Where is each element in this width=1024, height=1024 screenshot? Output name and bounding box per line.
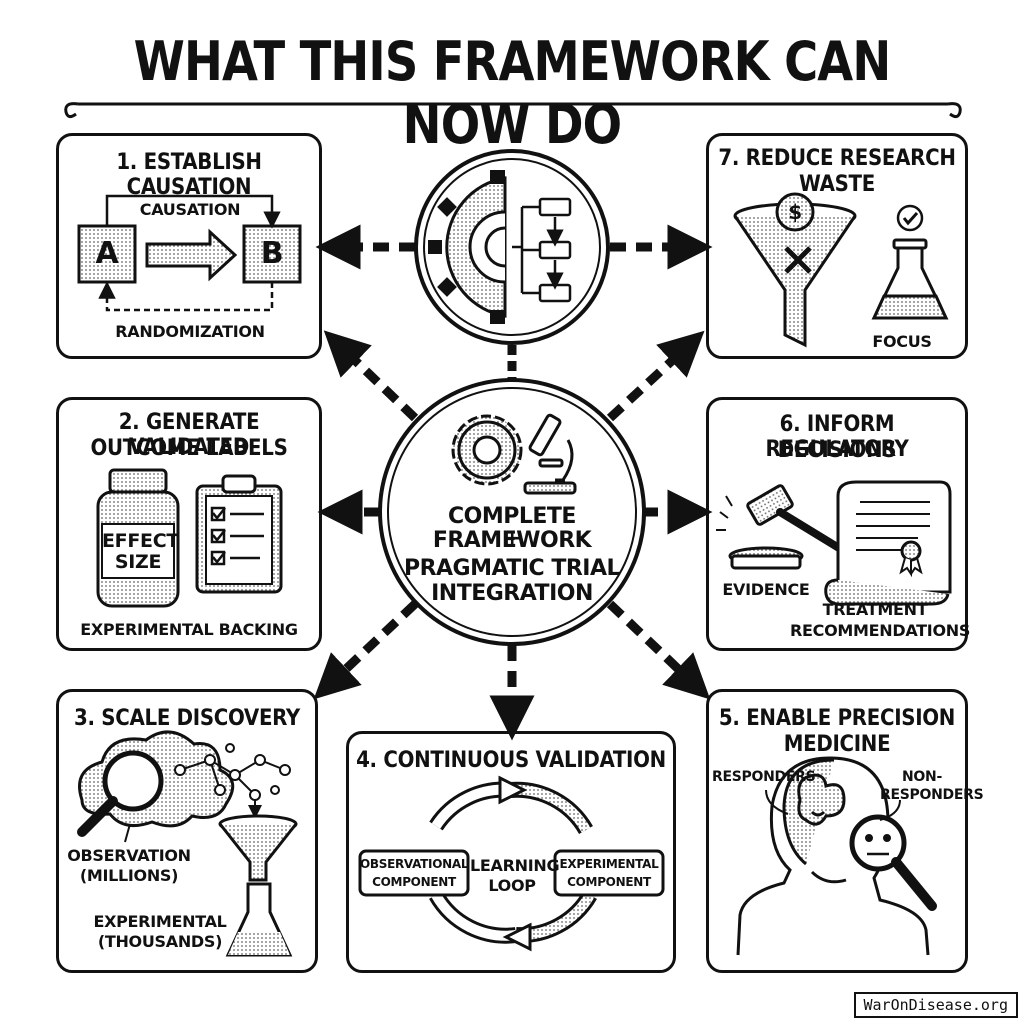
evidence-label: EVIDENCE — [722, 580, 810, 599]
flask-check-icon — [871, 204, 949, 320]
microscope-icon — [523, 413, 577, 495]
panel-6-drawings — [716, 480, 952, 606]
arrow-to-panel-1-diag — [323, 330, 419, 422]
checklist-clipboard-icon — [195, 474, 283, 594]
observational-component-box — [358, 849, 470, 897]
center-plus: + — [503, 526, 521, 551]
panel-7-title-line-1: 7. REDUCE RESEARCH — [718, 146, 956, 171]
experimental-label-line-2: (THOUSANDS) — [97, 932, 223, 951]
responders-label: RESPONDERS — [712, 769, 816, 785]
experimental-component-box — [553, 849, 665, 897]
learning-loop-line-1: LEARNING — [470, 856, 560, 875]
panel-7-title-line-2: WASTE — [799, 172, 875, 197]
magnifier-icon — [849, 814, 907, 872]
observational-component-line-1: OBSERVATIONAL — [360, 857, 469, 871]
title-ornament — [64, 102, 962, 119]
box-b-label: B — [260, 236, 284, 271]
panel-5-drawings — [736, 756, 937, 956]
magnifier-icon — [77, 750, 164, 837]
dollar-sign-label: $ — [788, 200, 802, 224]
learning-loop-line-2: LOOP — [488, 876, 536, 895]
panel-2-drawings — [96, 468, 283, 608]
panel-1-causation-diagram — [77, 194, 302, 312]
panel-2-title-line-2: OUTCOME LABELS — [90, 436, 288, 461]
panel-4-title: 4. CONTINUOUS VALIDATION — [356, 748, 666, 773]
arrow-to-panel-3 — [313, 600, 419, 700]
non-responders-label-line-2: RESPONDERS — [880, 787, 984, 803]
center-line-3: INTEGRATION — [431, 581, 593, 606]
non-responders-label-line-1: NON- — [902, 769, 942, 785]
panel-5-title-line-1: 5. ENABLE PRECISION — [718, 706, 956, 731]
certificate-scroll-icon — [824, 480, 952, 606]
center-circle — [378, 378, 646, 646]
experimental-label-line-1: EXPERIMENTAL — [93, 912, 227, 931]
arrow-to-panel-7-diag — [606, 330, 705, 422]
effect-size-label-line-2: SIZE — [114, 551, 162, 573]
effect-size-label-line-1: EFFECT — [102, 530, 180, 552]
randomization-label: RANDOMIZATION — [115, 322, 265, 341]
gear-icon — [428, 170, 507, 324]
experimental-backing-label: EXPERIMENTAL BACKING — [80, 620, 298, 639]
panel-4-learning-loop — [429, 775, 597, 952]
focus-label: FOCUS — [872, 332, 932, 351]
treatment-recommendations-line-1: TREATMENT — [822, 600, 928, 619]
panel-2-title-line-1: 2. GENERATE VALIDATED — [118, 410, 260, 460]
experimental-component-line-2: COMPONENT — [567, 875, 651, 889]
coin-dollar-icon — [775, 192, 815, 232]
observational-component-line-2: COMPONENT — [372, 875, 456, 889]
connector-arrows — [313, 224, 713, 741]
box-a — [77, 224, 137, 284]
watermark-label: WarOnDisease.org — [853, 992, 1018, 1018]
pill-bottle-icon — [96, 468, 180, 608]
panel-7-drawings — [733, 192, 949, 348]
flask-icon — [225, 882, 293, 957]
panel-6-title-line-2: DECISIONS — [777, 438, 897, 463]
network-dots-icon — [174, 743, 291, 819]
brain-icon — [797, 773, 846, 826]
center-line-1: COMPLETE FRAMEWORK — [432, 504, 592, 553]
box-a-label: A — [95, 236, 119, 271]
causal-arrow-icon — [145, 228, 238, 282]
causation-label: CAUSATION — [139, 200, 241, 219]
gavel-icon — [716, 484, 856, 570]
panel-1-title: 1. ESTABLISH CAUSATION — [116, 150, 262, 200]
panel-5-title-line-2: MEDICINE — [783, 732, 891, 757]
observation-label-line-2: (MILLIONS) — [79, 866, 179, 885]
funnel-icon — [733, 202, 857, 348]
panel-6-title-line-1: 6. INFORM REGULATORY — [765, 412, 909, 462]
panel-3-title: 3. SCALE DISCOVERY — [74, 706, 300, 731]
center-line-2: PRAGMATIC TRIAL — [403, 556, 621, 581]
arrow-to-panel-5 — [606, 600, 711, 700]
panel-3-drawings — [77, 730, 298, 957]
experimental-component-line-1: EXPERIMENTAL — [559, 857, 659, 871]
top-gear-flow-circle — [414, 149, 610, 345]
observation-label-line-1: OBSERVATION — [67, 846, 191, 865]
funnel-icon — [218, 814, 298, 882]
treatment-recommendations-line-2: RECOMMENDATIONS — [790, 621, 971, 640]
gear-icon — [451, 414, 523, 486]
flowchart-icon — [512, 197, 572, 303]
